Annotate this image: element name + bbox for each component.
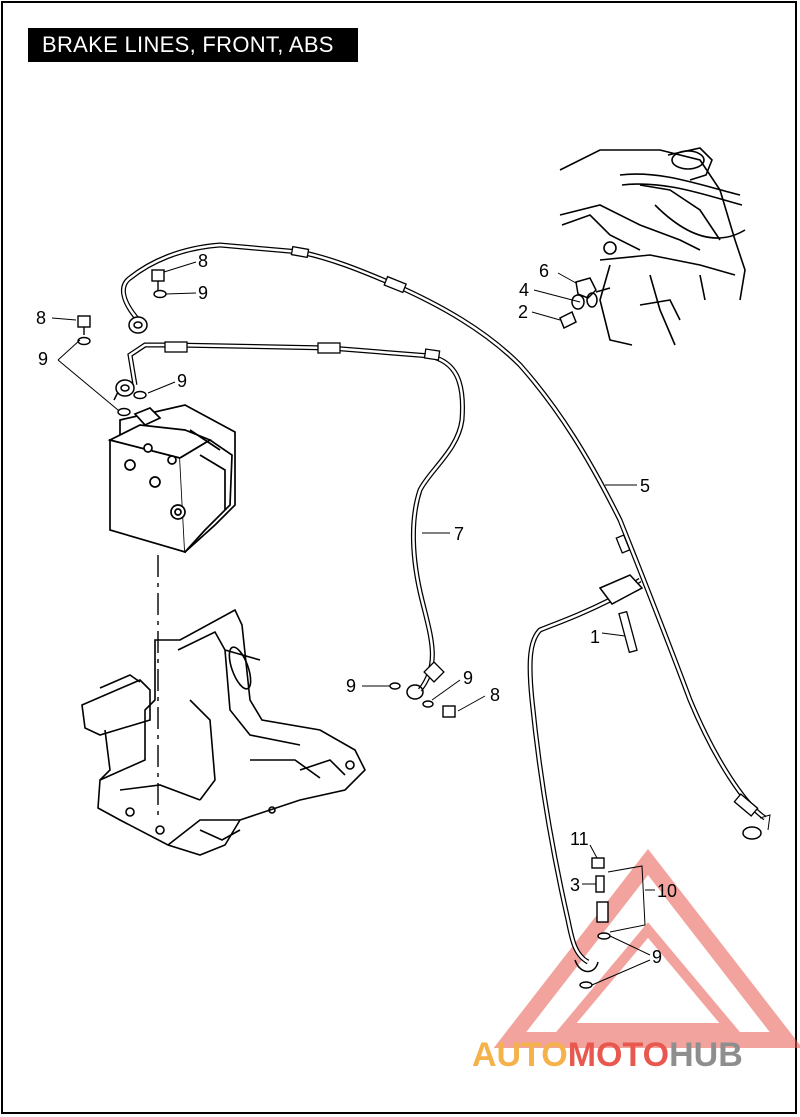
brake-line-7: [127, 341, 466, 700]
callout-9-line7-left: 9: [346, 676, 356, 696]
abs-bolts-washers: [77, 269, 167, 417]
callout-9-line7-right: 9: [463, 668, 473, 688]
watermark-hub: HUB: [669, 1036, 743, 1074]
leader-lines: [51, 261, 655, 986]
callout-5: 5: [640, 476, 650, 496]
upper-banjo-fittings: [113, 316, 148, 401]
clip-hardware: [559, 277, 611, 330]
callout-8-lower: 8: [490, 685, 500, 705]
brake-line-lower-branch: [527, 574, 644, 973]
fork-steering-head: [559, 147, 746, 346]
callout-8-upper: 8: [198, 251, 208, 271]
callout-4: 4: [519, 280, 529, 300]
watermark-logo: AUTOMOTOHUB: [472, 1036, 743, 1074]
callout-10: 10: [657, 881, 677, 901]
lower-fittings: [389, 682, 611, 989]
callout-7: 7: [454, 524, 464, 544]
watermark-auto: AUTO: [472, 1036, 568, 1074]
callout-11: 11: [570, 829, 589, 849]
brake-line-5: [120, 242, 771, 840]
watermark-triangle: [493, 848, 800, 1048]
callout-9-left: 9: [38, 349, 48, 369]
callout-1: 1: [590, 627, 600, 647]
callout-2: 2: [518, 302, 528, 322]
abs-module: [107, 404, 236, 554]
callout-9-upper: 9: [198, 283, 208, 303]
callout-labels: 1 2 3 4 5 6 7 8 8 8 9 9 9 9 9 9 10 11: [36, 251, 677, 967]
callout-3: 3: [570, 875, 580, 895]
callout-9-lower: 9: [652, 947, 662, 967]
callout-8-left: 8: [36, 308, 46, 328]
abs-mounting-bracket: [81, 608, 366, 856]
watermark-moto: MOTO: [568, 1036, 669, 1074]
callout-6: 6: [539, 261, 549, 281]
diagram-title: BRAKE LINES, FRONT, ABS: [28, 28, 358, 62]
callout-9-abs: 9: [177, 371, 187, 391]
